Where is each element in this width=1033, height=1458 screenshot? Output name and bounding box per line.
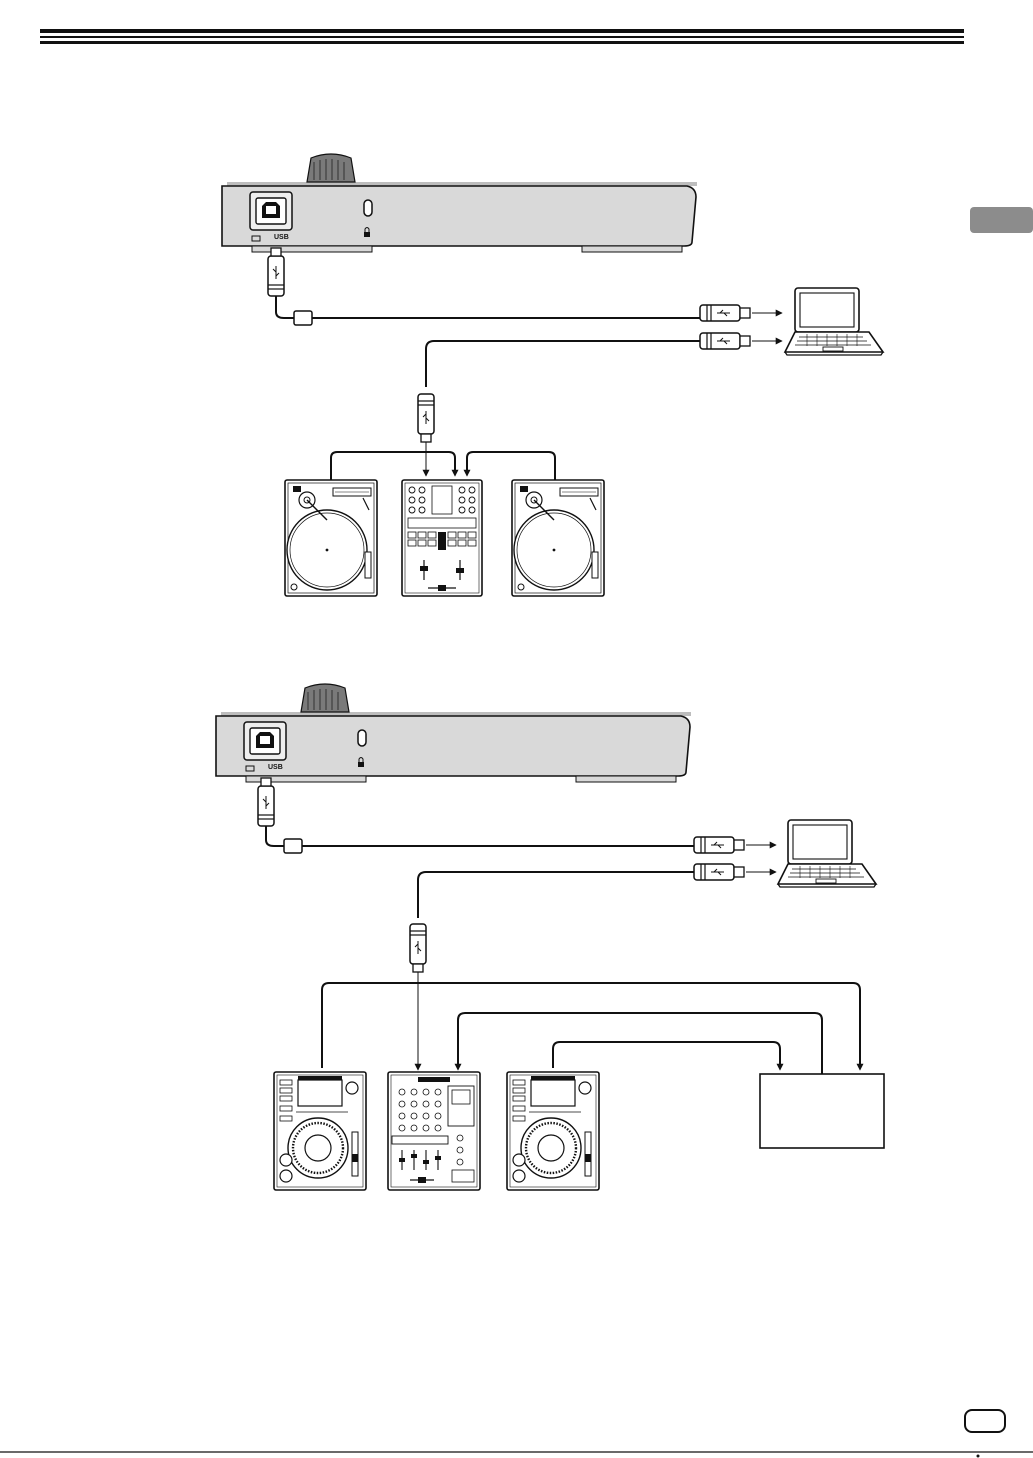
usb-b-plug-mixer-bottom: [410, 924, 426, 972]
cable-right-cdj-to-box: [553, 1042, 780, 1068]
header-rule: [40, 29, 964, 44]
side-tab: [970, 207, 1033, 233]
usb-a-plug-bottom-1: [694, 837, 744, 853]
audio-cable-right-turntable: [467, 452, 555, 482]
battle-mixer-top: [402, 480, 482, 596]
footer-dot: [977, 1455, 980, 1458]
usb-port-label-top: USB: [274, 234, 289, 241]
ferrite-core-top: [294, 311, 312, 325]
usb-cable-controller-top: [268, 248, 782, 325]
usb-cable-mixer-bottom: [410, 864, 776, 1070]
turntable-right: [512, 480, 604, 596]
usb-port-label-bottom: USB: [268, 764, 283, 771]
usb-a-plug-top-1: [700, 305, 750, 321]
audio-cable-left-turntable: [331, 452, 455, 482]
usb-a-plug-top-2: [700, 333, 750, 349]
cdj-left: [274, 1072, 366, 1190]
laptop-top: [785, 288, 883, 355]
cable-mixer-to-box: [458, 1013, 822, 1074]
usb-cable-controller-bottom: [258, 778, 776, 853]
usb-b-plug-mixer-top: [418, 394, 434, 442]
usb-cable-mixer-top: [418, 333, 782, 476]
cdj-right: [507, 1072, 599, 1190]
blank-device-box: [760, 1074, 884, 1148]
club-mixer-bottom: [388, 1072, 480, 1190]
usb-b-plug-bottom: [258, 778, 274, 826]
usb-a-plug-bottom-2: [694, 864, 744, 880]
turntable-left: [285, 480, 377, 596]
controller-top: [222, 154, 697, 252]
laptop-bottom: [778, 820, 876, 887]
diagram-top: USB: [222, 154, 883, 596]
page-number-tab: [965, 1410, 1005, 1432]
controller-bottom: [216, 684, 691, 782]
diagram-bottom: USB: [216, 684, 884, 1190]
ferrite-core-bottom: [284, 839, 302, 853]
usb-b-plug-top: [268, 248, 284, 296]
